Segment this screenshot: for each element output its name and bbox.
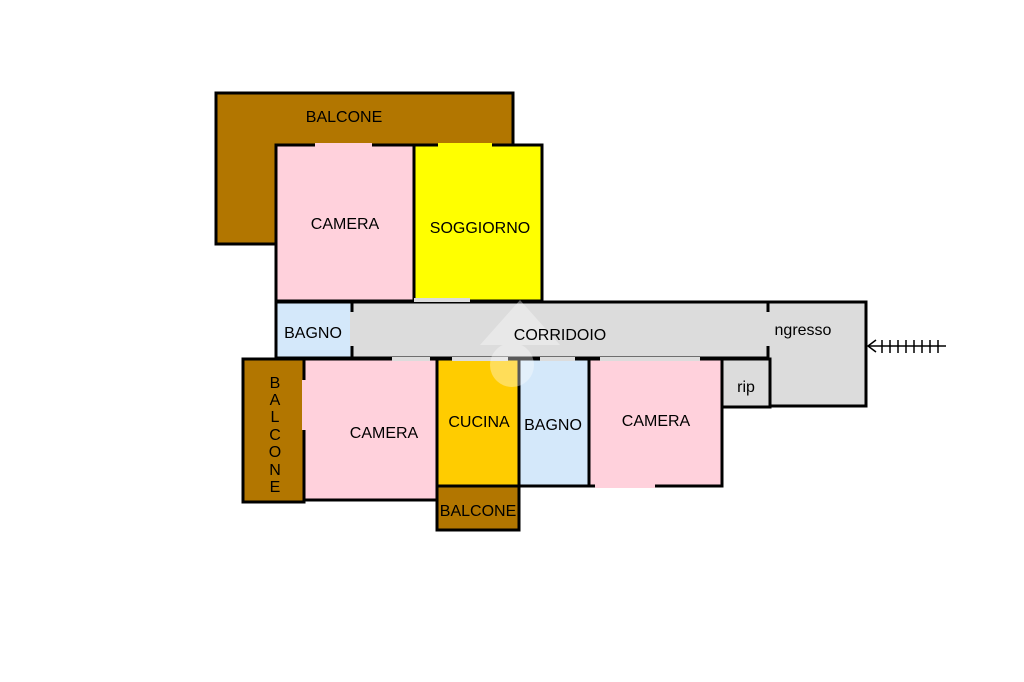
label-balcone-left-letter: O <box>269 444 281 461</box>
door-openings <box>302 143 770 488</box>
label-balcone-left-letter: A <box>270 392 281 409</box>
room-ingresso <box>766 300 868 408</box>
label-balcone-top: BALCONE <box>306 109 382 126</box>
home-watermark-icon <box>480 300 560 387</box>
label-cucina: CUCINA <box>448 414 510 431</box>
room-rip <box>720 357 772 409</box>
room-soggiorno <box>412 143 544 303</box>
room-balcone-bottom <box>435 484 521 532</box>
label-balcone-left-letter: C <box>269 427 281 444</box>
label-balcone-left-letter: L <box>271 409 280 426</box>
room-cucina <box>435 357 521 488</box>
room-camera-bottom-left <box>302 357 439 502</box>
label-balcone-bottom: BALCONE <box>440 503 516 520</box>
room-balcone-left <box>241 357 306 504</box>
room-bagno-right <box>517 357 591 488</box>
label-balcone-left: B A L C O N E <box>269 375 281 496</box>
label-ingresso: ngresso <box>775 322 832 339</box>
entrance-arrow-icon <box>866 339 946 353</box>
label-bagno-left: BAGNO <box>284 325 342 342</box>
label-balcone-left-letter: B <box>270 375 281 392</box>
label-bagno-right: BAGNO <box>524 417 582 434</box>
label-rip: rip <box>737 379 755 396</box>
label-balcone-left-letter: N <box>269 462 281 479</box>
label-soggiorno: SOGGIORNO <box>430 220 530 237</box>
label-balcone-left-letter: E <box>270 479 281 496</box>
label-camera-bottom-left: CAMERA <box>350 425 419 442</box>
room-camera-bottom-right <box>587 357 724 488</box>
label-corridoio: CORRIDOIO <box>514 327 606 344</box>
label-camera-bottom-right: CAMERA <box>622 413 691 430</box>
label-camera-top: CAMERA <box>311 216 380 233</box>
